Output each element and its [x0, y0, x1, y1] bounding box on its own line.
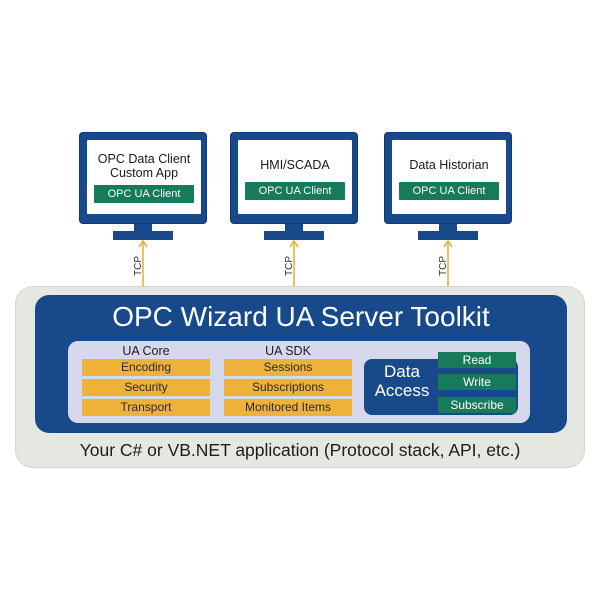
monitor-bezel: OPC Data Client Custom App OPC UA Client — [79, 132, 207, 224]
client-title: HMI/SCADA — [260, 158, 330, 172]
ua-core-heading: UA Core — [122, 344, 170, 358]
monitor-stand — [113, 231, 173, 240]
opc-ua-client-badge: OPC UA Client — [245, 182, 345, 200]
monitor-neck — [285, 224, 303, 232]
monitor-neck — [439, 224, 457, 232]
ua-sdk-item-subscriptions: Subscriptions — [224, 379, 352, 396]
tcp-label: TCP — [284, 256, 295, 276]
application-label: Your C# or VB.NET application (Protocol … — [79, 440, 521, 460]
ua-sdk-item-monitored-items: Monitored Items — [224, 399, 352, 416]
opc-ua-client-badge: OPC UA Client — [94, 184, 194, 203]
tcp-label: TCP — [133, 256, 144, 276]
data-access-label: Data Access — [374, 362, 430, 400]
toolkit-title: OPC Wizard UA Server Toolkit — [112, 301, 490, 332]
monitor-stand — [418, 231, 478, 240]
monitor-data-historian: Data Historian OPC UA Client — [384, 132, 512, 354]
monitor-screen: OPC Data Client Custom App OPC UA Client — [87, 140, 201, 214]
ua-core-item-transport: Transport — [82, 399, 210, 416]
monitor-neck — [134, 224, 152, 232]
client-title: OPC Data Client Custom App — [97, 151, 191, 180]
monitor-opc-data-client: OPC Data Client Custom App OPC UA Client — [79, 132, 207, 354]
data-access-write: Write — [438, 374, 516, 390]
ua-sdk-item-sessions: Sessions — [224, 359, 352, 376]
monitor-bezel: HMI/SCADA OPC UA Client — [230, 132, 358, 224]
tcp-label: TCP — [438, 256, 449, 276]
monitor-stand — [264, 231, 324, 240]
monitor-screen: Data Historian OPC UA Client — [392, 140, 506, 214]
data-access-subscribe: Subscribe — [438, 397, 516, 413]
client-title: Data Historian — [409, 158, 489, 172]
monitor-bezel: Data Historian OPC UA Client — [384, 132, 512, 224]
monitor-screen: HMI/SCADA OPC UA Client — [238, 140, 352, 214]
ua-core-item-encoding: Encoding — [82, 359, 210, 376]
opc-ua-client-badge: OPC UA Client — [399, 182, 499, 200]
ua-core-item-security: Security — [82, 379, 210, 396]
monitor-hmi-scada: HMI/SCADA OPC UA Client — [230, 132, 358, 354]
data-access-read: Read — [438, 352, 516, 368]
ua-sdk-heading: UA SDK — [265, 344, 311, 358]
